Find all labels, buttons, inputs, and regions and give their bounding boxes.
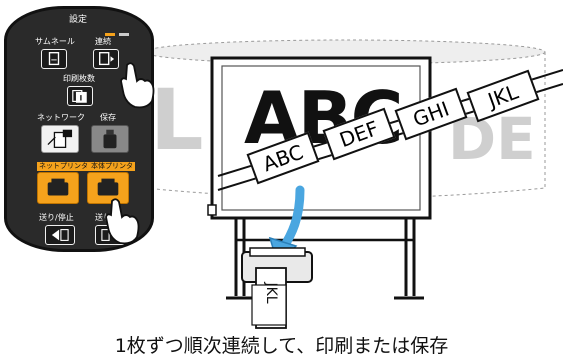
panel-title: 設定 (69, 15, 88, 25)
print-count-button[interactable] (67, 86, 93, 106)
printer (241, 247, 313, 329)
pointing-hand-icon (120, 62, 155, 109)
network-button[interactable] (41, 125, 79, 153)
caption: 1枚ずつ順次連続して、印刷または保存 (114, 335, 449, 357)
feed-back-icon (101, 229, 110, 241)
indicator-lights (105, 33, 129, 36)
feed-back-label: 送り/ (95, 213, 114, 222)
continuous-button[interactable] (93, 49, 119, 69)
continuous-label: 連続 (95, 37, 111, 46)
pointing-hand-icon (105, 198, 140, 245)
printer-icon (97, 178, 119, 196)
network-save-icon (47, 129, 73, 149)
control-panel: 設定 サムネール 連続 印刷枚数 ネットワ (4, 6, 155, 252)
save-button[interactable] (91, 125, 129, 153)
usb-drive-icon (103, 129, 117, 149)
network-label: ネットワーク (37, 113, 85, 122)
network-printer-icon (47, 178, 69, 196)
feed-stop-button[interactable] (45, 225, 75, 245)
copies-icon (72, 90, 87, 103)
feed-icon (51, 229, 69, 241)
net-printer-label: ネットプリンタ (37, 162, 90, 171)
continuous-icon (99, 52, 115, 66)
net-printer-button[interactable] (37, 172, 79, 204)
thumbnail-icon (48, 52, 60, 66)
thumbnail-label: サムネール (35, 37, 75, 46)
save-label: 保存 (100, 113, 116, 122)
board-big-text-left: L (150, 71, 204, 169)
body-printer-button[interactable] (87, 172, 129, 204)
printout-text: JKL (263, 282, 279, 304)
print-count-label: 印刷枚数 (63, 74, 95, 83)
feed-stop-label: 送り/停止 (39, 213, 74, 222)
body-printer-label: 本体プリンタ (89, 162, 135, 171)
thumbnail-button[interactable] (41, 49, 67, 69)
